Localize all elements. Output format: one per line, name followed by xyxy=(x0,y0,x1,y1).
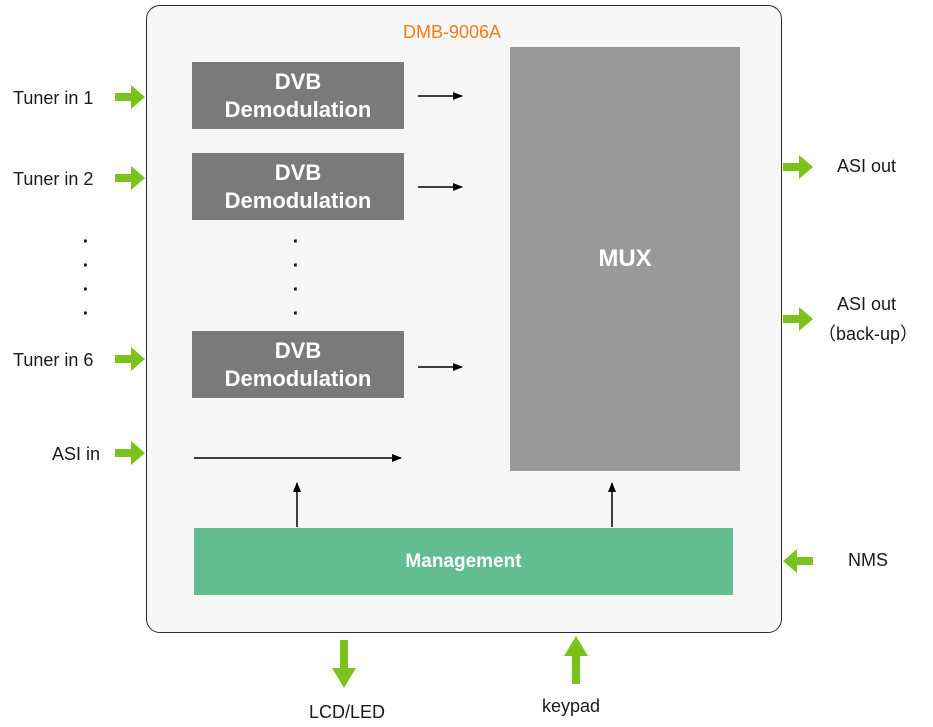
tuner-2-arrow-icon xyxy=(115,166,145,190)
lcd-led-arrow-icon xyxy=(332,640,356,688)
demod-block-2: DVB Demodulation xyxy=(192,153,404,220)
demod-ellipsis: ···· xyxy=(292,231,300,325)
tuner-ellipsis: ···· xyxy=(82,231,90,325)
output-label-asi-out: ASI out xyxy=(837,156,897,176)
tuner-1-arrow-icon xyxy=(115,85,145,109)
mux-block: MUX xyxy=(510,47,740,471)
management-label: Management xyxy=(405,550,522,572)
demod-block-6-line1: DVB xyxy=(274,337,322,363)
output-label-asi-backup-line1: ASI out xyxy=(837,294,897,314)
input-label-asi-in: ASI in xyxy=(52,444,101,464)
input-label-tuner-2: Tuner in 2 xyxy=(13,169,94,189)
input-label-tuner-1: Tuner in 1 xyxy=(13,88,94,108)
mux-label: MUX xyxy=(598,245,652,272)
input-label-tuner-6: Tuner in 6 xyxy=(13,350,94,370)
tuner-6-arrow-icon xyxy=(115,347,145,371)
asi-out-arrow-icon xyxy=(783,155,813,179)
demod-block-2-line2: Demodulation xyxy=(224,187,372,213)
demod-block-1: DVB Demodulation xyxy=(192,62,404,129)
nms-label: NMS xyxy=(848,550,888,570)
keypad-label: keypad xyxy=(542,696,601,716)
demod-block-1-line2: Demodulation xyxy=(224,96,372,122)
demod-block-2-line1: DVB xyxy=(274,159,322,185)
lcd-led-label: LCD/LED xyxy=(309,702,386,722)
management-block: Management xyxy=(194,528,733,595)
demod-block-1-line1: DVB xyxy=(274,68,322,94)
output-label-asi-backup-line2: （back-up） xyxy=(818,324,919,344)
device-title: DMB-9006A xyxy=(402,22,502,42)
nms-arrow-icon xyxy=(783,549,813,573)
demod-block-6: DVB Demodulation xyxy=(192,331,404,398)
asi-in-arrow-icon xyxy=(115,441,145,465)
keypad-arrow-icon xyxy=(564,636,588,684)
demod-block-6-line2: Demodulation xyxy=(224,365,372,391)
asi-backup-arrow-icon xyxy=(783,307,813,331)
